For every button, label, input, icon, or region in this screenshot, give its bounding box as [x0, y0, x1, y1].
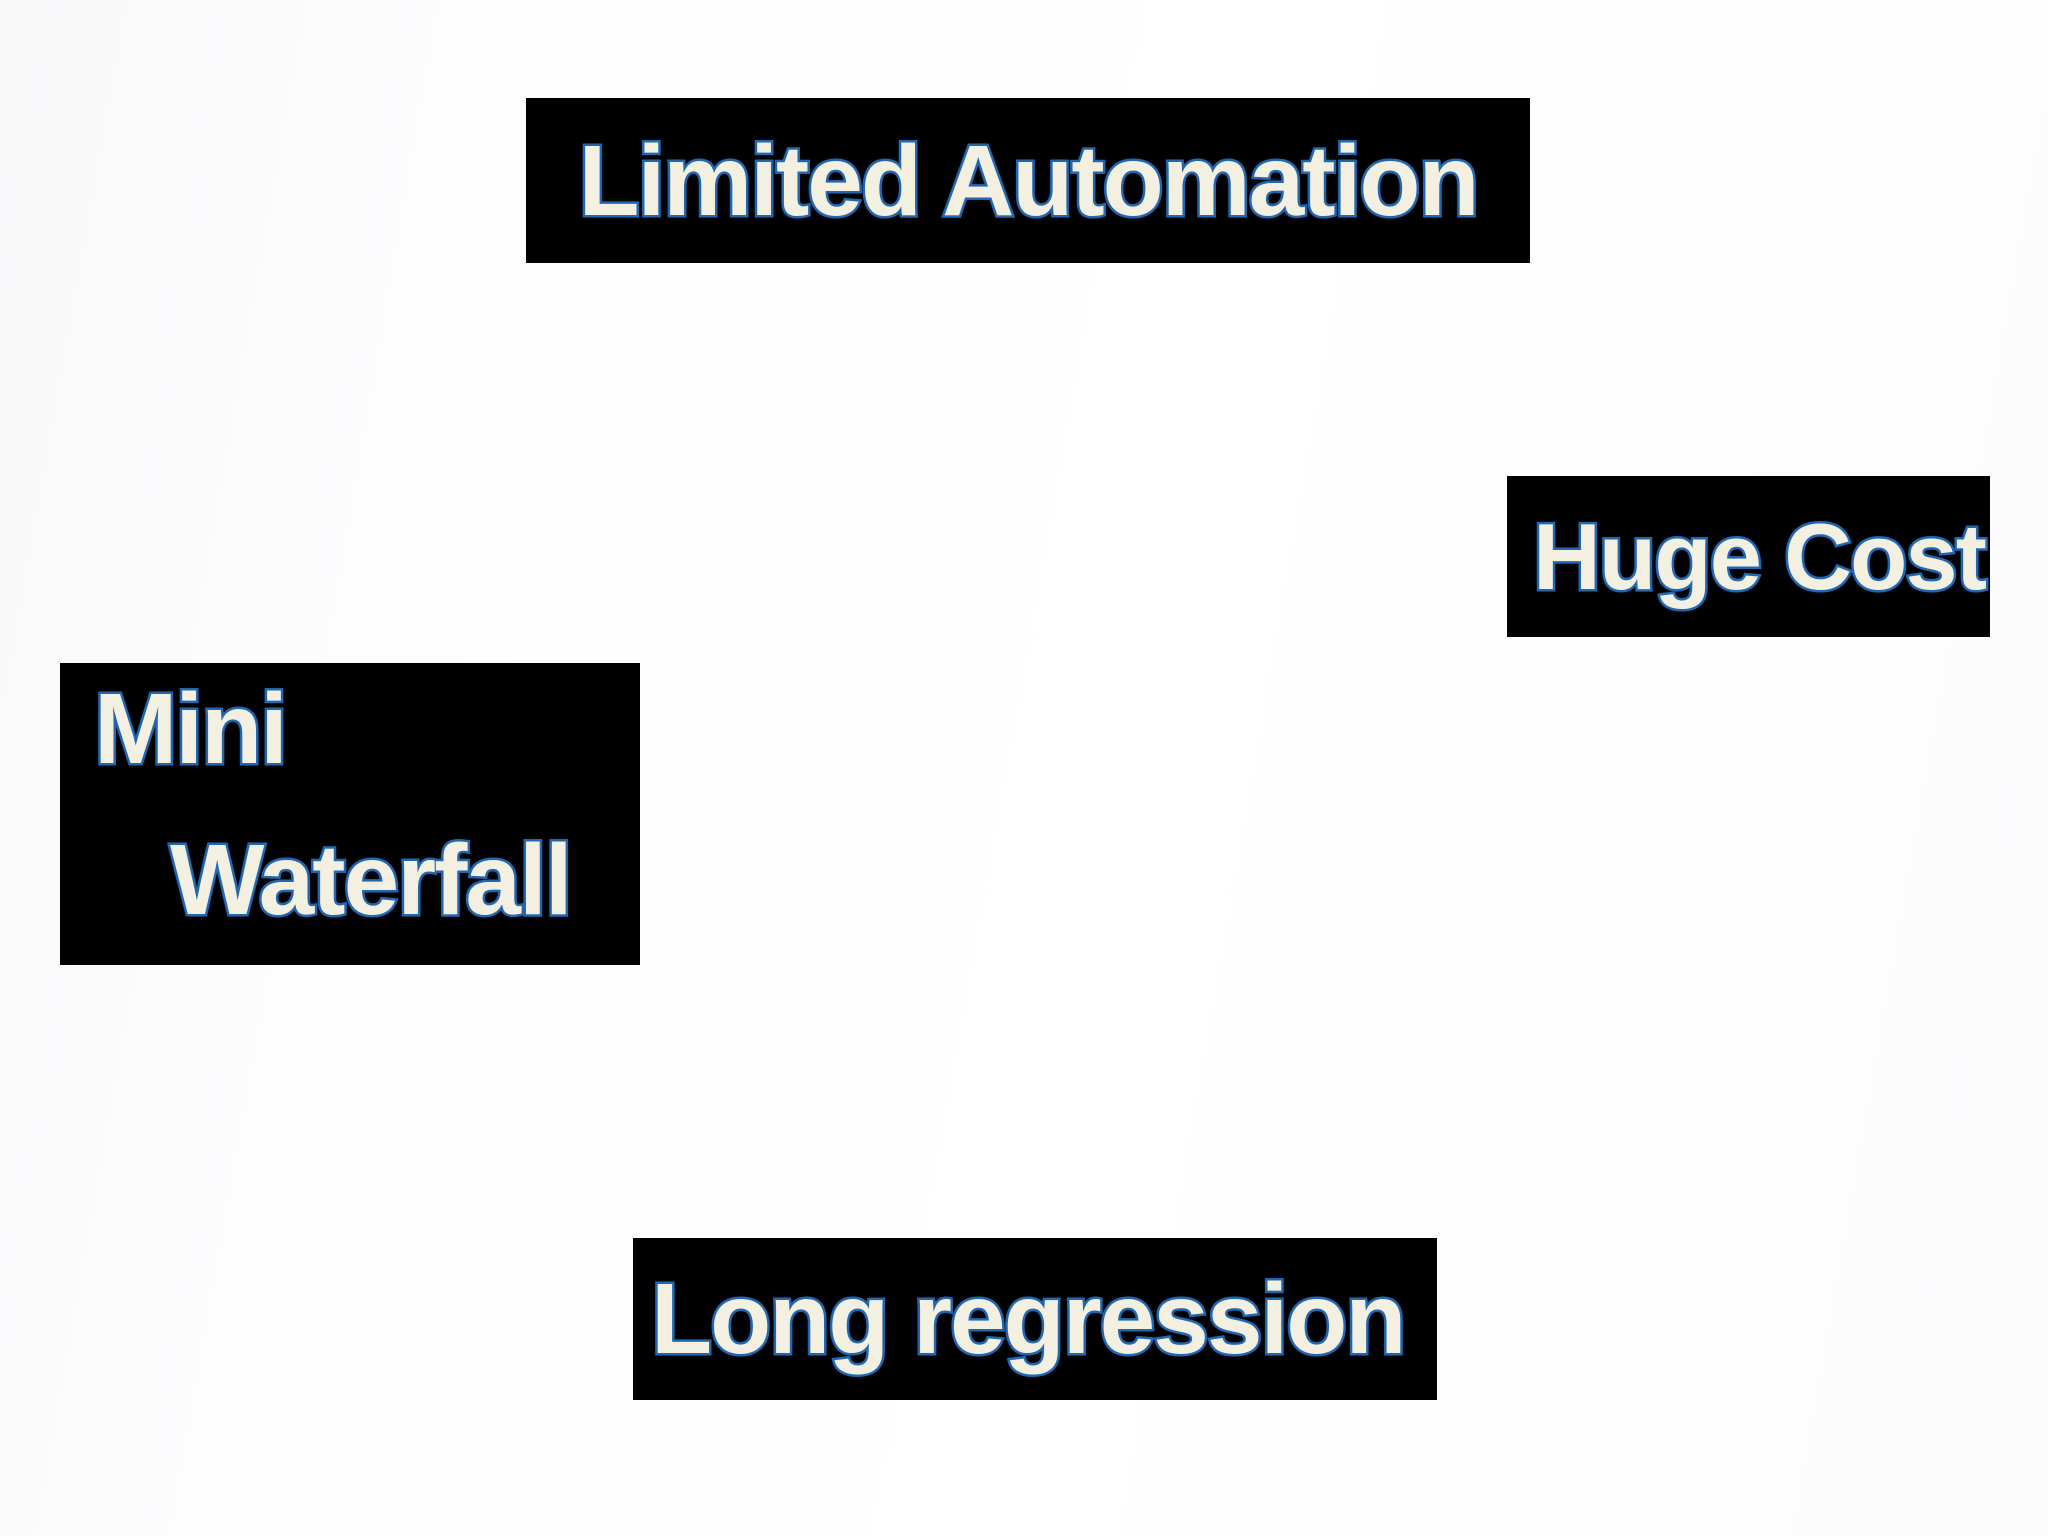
callout-mini-waterfall: Mini Waterfall [60, 663, 640, 965]
callout-huge-cost-label: Huge Cost [1531, 503, 1990, 609]
callout-huge-cost: Huge Cost [1507, 476, 1990, 637]
callout-mini-waterfall-line1: Mini [92, 673, 291, 785]
callout-mini-waterfall-line2: Waterfall [168, 824, 576, 936]
callout-long-regression: Long regression [633, 1238, 1437, 1400]
callout-limited-automation-label: Limited Automation [576, 124, 1482, 237]
callout-long-regression-label: Long regression [648, 1263, 1408, 1375]
callout-limited-automation: Limited Automation [526, 98, 1530, 263]
